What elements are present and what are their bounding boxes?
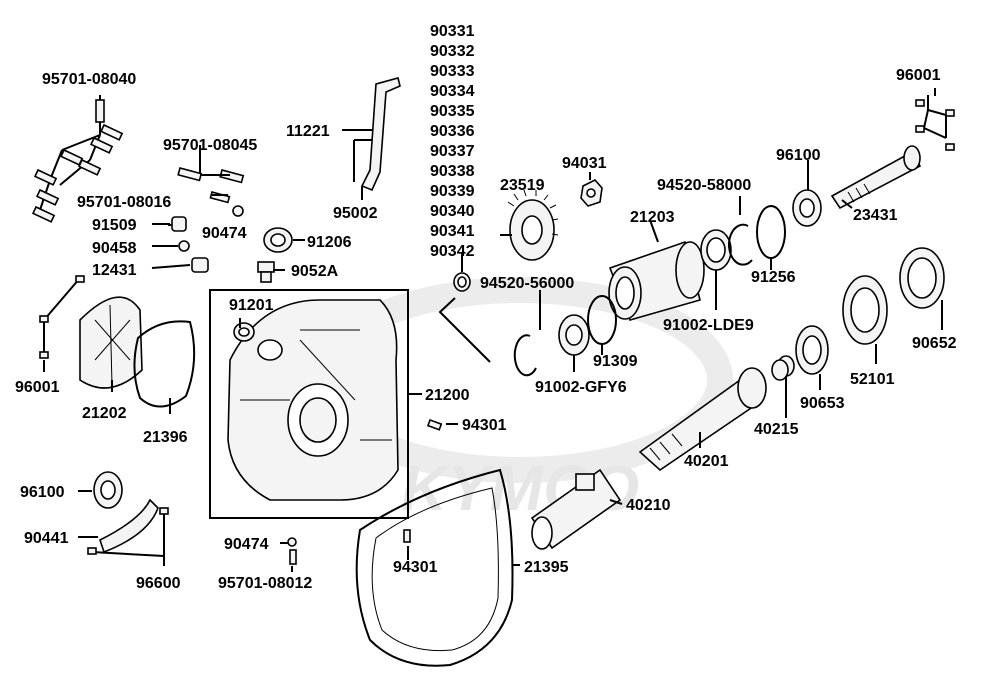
part-label: 94520-56000: [480, 275, 574, 292]
part-label: 91509: [92, 217, 137, 234]
part-label: 91201: [229, 297, 274, 314]
gasket-icon: [355, 468, 514, 667]
part-label: 40210: [626, 497, 671, 514]
part-label: 91002-GFY6: [535, 379, 627, 396]
part-label: 91002-LDE9: [663, 317, 754, 334]
crankcase-cover-box: [209, 289, 409, 519]
bolt-icon: [289, 549, 297, 565]
part-label: 90331: [430, 23, 475, 40]
leader-lines: [43, 88, 943, 572]
part-label: 52101: [850, 371, 895, 388]
part-label: 96100: [776, 147, 821, 164]
shim-icon: [453, 252, 471, 292]
oil-seal-icon: [263, 227, 293, 253]
part-label: 90340: [430, 203, 475, 220]
dipstick-icon: [353, 77, 401, 192]
part-label: 23431: [853, 207, 898, 224]
part-label: 90338: [430, 163, 475, 180]
spring-icon: [771, 355, 795, 381]
sensor-icon: [168, 216, 209, 273]
rubber-boot-icon: [842, 275, 888, 345]
o-ring-icon: [756, 205, 786, 259]
drive-shaft-icon: [638, 367, 767, 472]
part-label: 96001: [15, 379, 60, 396]
part-label: 21396: [143, 429, 188, 446]
part-label: 94520-58000: [657, 177, 751, 194]
part-label: 11221: [286, 123, 330, 140]
bolt-pair-icon: [177, 155, 245, 184]
bearing-housing-icon: [608, 240, 705, 321]
part-label: 90334: [430, 83, 475, 100]
part-label: 9052A: [291, 263, 339, 280]
bolt-cluster-icon: [31, 95, 124, 223]
bearing-icon: [792, 189, 822, 227]
part-label: 90341: [430, 223, 475, 240]
retainer-plate-icon: [99, 498, 159, 554]
washer-icon: [287, 537, 297, 547]
bearing-icon: [558, 314, 590, 356]
part-label: 21203: [630, 209, 675, 226]
part-label: 95701-08040: [42, 71, 136, 88]
part-label: 91206: [307, 234, 352, 251]
bolt-set-icon: [39, 275, 85, 359]
cover-plate-icon: [79, 296, 143, 389]
part-label: 94301: [393, 559, 438, 576]
part-label: 95002: [333, 205, 378, 222]
part-label: 90333: [430, 63, 475, 80]
part-label: 23519: [500, 177, 545, 194]
part-label: 95701-08045: [163, 137, 257, 154]
boot-clamp-icon: [899, 247, 945, 309]
bearing-icon: [700, 229, 732, 271]
part-label: 40215: [754, 421, 799, 438]
part-label: 91256: [751, 269, 796, 286]
part-labels: 95701-08040 95701-08045 95701-08016 9150…: [15, 23, 957, 592]
nut-icon: [580, 179, 603, 207]
part-label: 90332: [430, 43, 475, 60]
part-label: 21202: [82, 405, 127, 422]
part-label: 90336: [430, 123, 475, 140]
part-label: 94031: [562, 155, 607, 172]
part-label: 90337: [430, 143, 475, 160]
part-label: 96001: [896, 67, 941, 84]
circlip-icon: [513, 334, 537, 377]
output-shaft-icon: [830, 145, 922, 210]
part-label: 95701-08012: [218, 575, 312, 592]
part-label: 40201: [684, 453, 729, 470]
bolt-set-icon: [915, 95, 955, 151]
oil-seal-icon: [233, 322, 255, 342]
part-label: 95701-08016: [77, 194, 171, 211]
part-label: 90458: [92, 240, 137, 257]
part-label: 90342: [430, 243, 475, 260]
washer-icon: [232, 205, 244, 217]
part-label: 91309: [593, 353, 638, 370]
part-label: 90339: [430, 183, 475, 200]
part-label: 90335: [430, 103, 475, 120]
part-label: 90441: [24, 530, 69, 547]
circlip-icon: [728, 223, 753, 266]
part-label: 21200: [425, 387, 470, 404]
bearing-icon: [93, 471, 123, 509]
drain-plug-icon: [257, 261, 275, 283]
dowel-pin-icon: [426, 418, 443, 431]
screw-icon: [87, 507, 169, 557]
part-label: 90652: [912, 335, 957, 352]
boot-clamp-icon: [795, 325, 829, 375]
bolt-icon: [209, 191, 231, 204]
universal-joint-icon: [530, 468, 622, 550]
part-label: 21395: [524, 559, 569, 576]
part-label: 96600: [136, 575, 181, 592]
part-label: 90474: [224, 536, 269, 553]
part-label: 90474: [202, 225, 247, 242]
crankcase-cover-icon: [227, 299, 399, 501]
part-label: 12431: [92, 262, 137, 279]
gear-icon: [507, 189, 559, 261]
part-label: 90653: [800, 395, 845, 412]
gasket-icon: [133, 320, 196, 408]
part-label: 96100: [20, 484, 65, 501]
dowel-pin-icon: [403, 529, 411, 543]
part-label: 94301: [462, 417, 507, 434]
